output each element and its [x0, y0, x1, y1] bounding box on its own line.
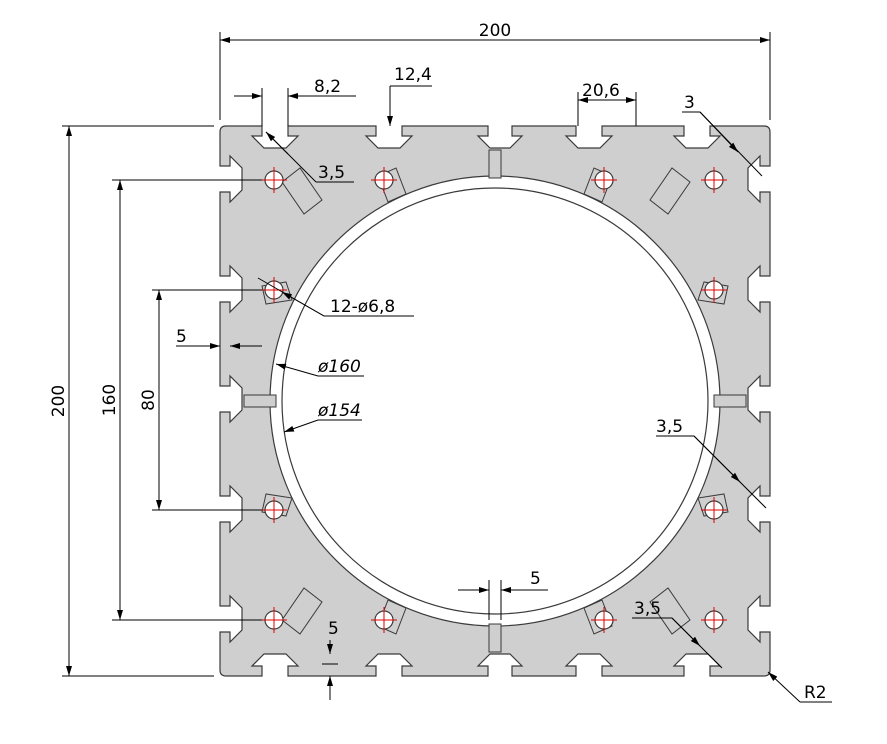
dim-web: 5	[530, 569, 541, 589]
dim-holes: 12-ø6,8	[330, 297, 395, 317]
dim-hole-span-160: 160	[100, 384, 120, 416]
dim-slot-top-width: 12,4	[394, 65, 432, 85]
dim-outer-diameter: ø160	[317, 357, 361, 377]
dim-base: 5	[328, 619, 339, 639]
dim-overall-width: 200	[479, 21, 511, 41]
inner-bore	[281, 187, 709, 615]
dim-wall-left: 5	[176, 327, 187, 347]
dim-wall-bottom: 3,5	[634, 599, 661, 619]
dim-overall-height: 200	[49, 385, 69, 417]
dim-wall-top: 3,5	[318, 163, 345, 183]
dim-corner-radius: R2	[804, 683, 827, 703]
dim-slot-opening: 8,2	[314, 77, 341, 97]
dim-slot-neck-width: 20,6	[582, 81, 620, 101]
dim-inner-diameter: ø154	[317, 401, 361, 421]
dim-wall-right: 3,5	[656, 417, 683, 437]
mounting-holes	[261, 167, 727, 633]
dimension-labels: 200 200 160 80 8,2 12,4 20,6 3 3,5 12-ø6…	[49, 21, 827, 703]
dim-corner-wall: 3	[684, 93, 695, 113]
dim-hole-span-80: 80	[139, 389, 159, 411]
dimension-lines	[62, 32, 832, 703]
profile-body	[219, 125, 771, 677]
